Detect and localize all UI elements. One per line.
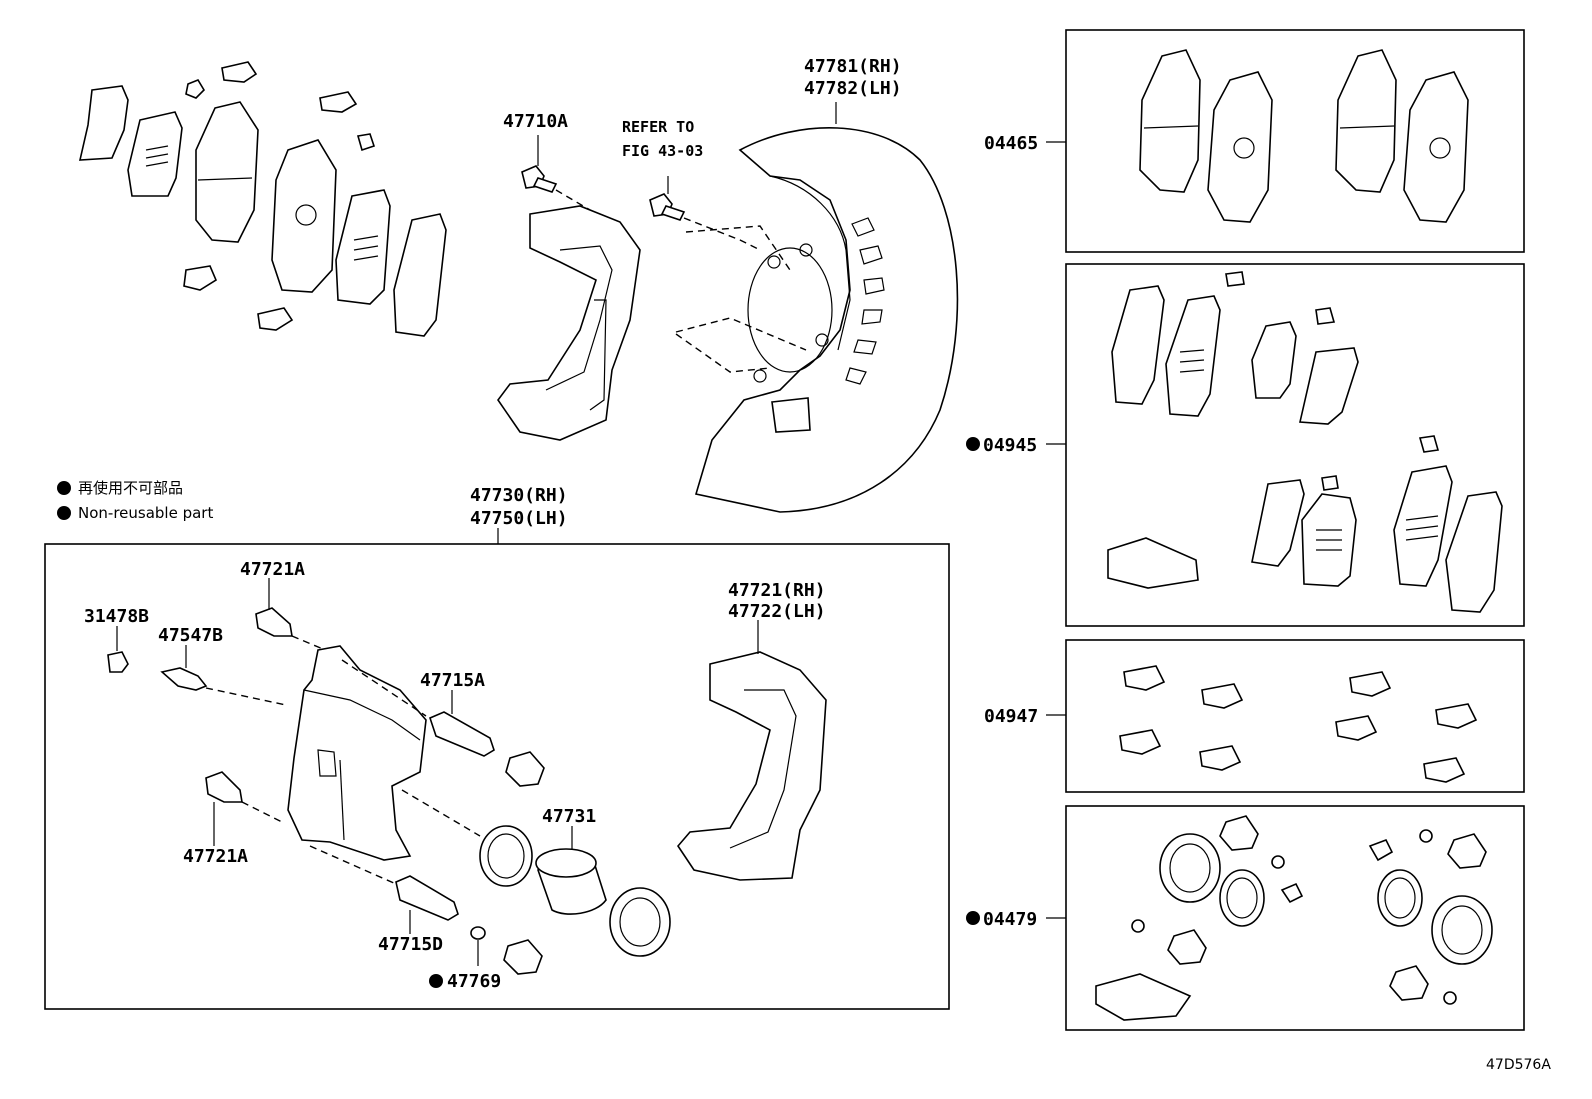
legend-jp: 再使用不可部品 bbox=[78, 479, 183, 497]
label-fig-43-03: FIG 43-03 bbox=[622, 142, 703, 160]
label-04945: 04945 bbox=[983, 435, 1037, 456]
label-47731: 47731 bbox=[542, 806, 596, 827]
bolt-47710A bbox=[521, 135, 591, 211]
label-04479: 04479 bbox=[983, 909, 1037, 930]
part-47721A-top bbox=[255, 578, 331, 653]
pad-group-exploded bbox=[78, 61, 447, 337]
part-47547B bbox=[160, 645, 287, 706]
label-04465: 04465 bbox=[984, 133, 1038, 154]
boot-upper bbox=[505, 751, 545, 787]
caliper-body bbox=[287, 645, 481, 861]
kit-box-04947 bbox=[1065, 639, 1525, 793]
legend bbox=[57, 481, 71, 520]
kit-04945-shims bbox=[1107, 271, 1503, 613]
kit-04479-seals bbox=[1095, 815, 1493, 1021]
piston-47731 bbox=[535, 826, 607, 915]
label-47547B: 47547B bbox=[158, 625, 223, 646]
label-47750: 47750(LH) bbox=[470, 508, 568, 529]
seal-ring bbox=[479, 825, 533, 887]
cover-vents bbox=[845, 217, 885, 385]
dust-cover bbox=[675, 102, 959, 513]
caliper-bracket-top bbox=[497, 205, 641, 441]
diagram-code: 47D576A bbox=[1486, 1057, 1551, 1073]
label-47710A: 47710A bbox=[503, 111, 568, 132]
legend-en: Non-reusable part bbox=[78, 504, 213, 522]
label-refer-to: REFER TO bbox=[622, 118, 694, 136]
piston-boot bbox=[609, 887, 671, 957]
legend-marker-en bbox=[57, 506, 71, 520]
marker-47769 bbox=[429, 974, 443, 988]
label-47721A-top: 47721A bbox=[240, 559, 305, 580]
marker-04479 bbox=[966, 911, 980, 925]
part-47769 bbox=[470, 926, 486, 966]
label-47721: 47721(RH) bbox=[728, 580, 826, 601]
caliper-assembly-box bbox=[44, 543, 950, 1010]
part-47715A bbox=[429, 690, 495, 757]
part-47721A-bottom bbox=[205, 771, 283, 846]
label-04947: 04947 bbox=[984, 706, 1038, 727]
kit-04465-pads bbox=[1139, 49, 1469, 223]
marker-04945 bbox=[966, 437, 980, 451]
kit-04947-clips bbox=[1119, 665, 1478, 783]
label-47715A: 47715A bbox=[420, 670, 485, 691]
label-47781: 47781(RH) bbox=[804, 56, 902, 77]
legend-marker-jp bbox=[57, 481, 71, 495]
label-47782: 47782(LH) bbox=[804, 78, 902, 99]
part-47715D bbox=[309, 845, 459, 934]
label-47769: 47769 bbox=[447, 971, 501, 992]
label-31478B: 31478B bbox=[84, 606, 149, 627]
label-47722: 47722(LH) bbox=[728, 601, 826, 622]
caliper-bracket-bottom bbox=[676, 620, 827, 881]
bolt-refer bbox=[649, 176, 761, 251]
label-47715D: 47715D bbox=[378, 934, 443, 955]
kit-box-04465 bbox=[1065, 29, 1525, 253]
label-47721A-bottom: 47721A bbox=[183, 846, 248, 867]
part-31478B bbox=[107, 626, 129, 673]
label-47730: 47730(RH) bbox=[470, 485, 568, 506]
boot-lower bbox=[503, 939, 543, 975]
kit-box-04945 bbox=[1065, 263, 1525, 627]
